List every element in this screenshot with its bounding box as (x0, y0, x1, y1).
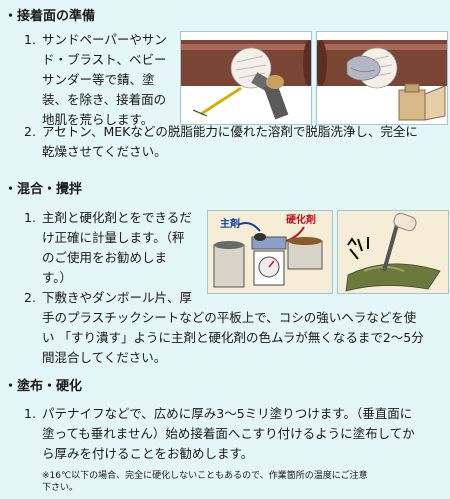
cleaning-illustration (316, 31, 448, 125)
list-item-text: パテナイフなどで、広めに厚み3～5ミリ塗りつけます。（垂直面に 塗っても垂れませ… (42, 406, 415, 461)
spatula-mixing-illustration (337, 210, 449, 294)
grinder-illustration (180, 31, 312, 125)
list-number: 1. (24, 406, 36, 421)
temperature-note: ※16℃以下の場合、完全に硬化しないこともあるので、作業箇所の温度にご注意 下さ… (42, 471, 368, 493)
list-item-text: 下敷きやダンボール片、厚 手のプラスチックシートなどの平板上で、コシの強いヘラな… (42, 290, 424, 365)
main-agent-label: 主剤 (220, 217, 240, 230)
list-number: 2. (24, 290, 36, 305)
hardener-label: 硬化剤 (286, 213, 316, 226)
section-heading-mixing: ・混合・攪拌 (4, 182, 83, 197)
list-item-text: サンドペーパーやサン ド・ブラスト、ベビー サンダー等で錆、塗 装、を除き、接着… (42, 32, 167, 127)
section-heading-application: ・塗布・硬化 (4, 379, 83, 394)
list-number: 1. (24, 210, 36, 225)
list-item-text: アセトン、MEKなどの脱脂能力に優れた溶剤で脱脂洗浄し、完全に 乾燥させてくださ… (42, 124, 418, 159)
list-item-text: 主剤と硬化剤とをできるだ け正確に計量します。（秤 のご使用をお勧めしま す。） (42, 210, 192, 285)
list-number: 1. (24, 32, 36, 47)
list-number: 2. (24, 124, 36, 139)
measuring-illustration: 主剤 硬化剤 (207, 210, 333, 294)
section-heading-surface-prep: ・接着面の準備 (4, 9, 96, 24)
